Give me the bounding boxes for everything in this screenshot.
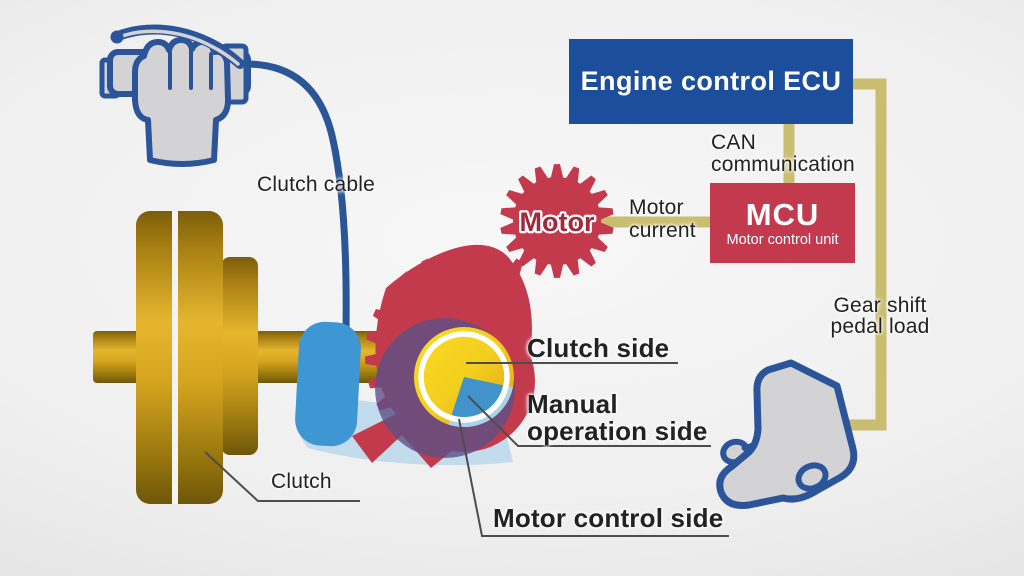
clutch-disc — [136, 211, 223, 504]
leader-clutch — [204, 451, 360, 502]
leader-motor-side — [458, 418, 729, 537]
mcu-box-subtitle: Motor control unit — [726, 231, 839, 248]
leader-lines — [204, 362, 729, 537]
clutch-disc-gap — [172, 211, 178, 504]
clutch-pressure-plate — [221, 257, 258, 455]
hand-clutch-lever-icon — [99, 24, 251, 167]
can-communication-label: CAN communication — [711, 131, 855, 176]
cam-center-pie — [414, 327, 514, 428]
gear-shift-pedal-load-label: Gear shift pedal load — [830, 294, 930, 338]
motor-gear-shape — [500, 164, 614, 278]
mcu-box: MCU Motor control unit — [710, 183, 855, 263]
clutch-side-label: Clutch side — [527, 333, 670, 363]
ecu-box-label: Engine control ECU — [580, 66, 842, 96]
wire-ecu-to-pedal — [838, 78, 887, 431]
clutch-cable-line — [245, 60, 350, 331]
fist — [132, 37, 231, 167]
clutch-label: Clutch — [271, 470, 332, 493]
pie-separator-ring — [418, 331, 510, 423]
motor-current-label: Motor current — [629, 196, 696, 242]
boot — [716, 359, 858, 509]
clutch-cable-label: Clutch cable — [257, 173, 375, 196]
manual-lever — [295, 321, 361, 447]
leader-manual-side — [467, 395, 711, 447]
boot-on-gear-shift-pedal-icon — [716, 359, 858, 509]
manual-operation-side-label: Manual operation side — [527, 389, 708, 446]
pie-manual-wedge-inner — [451, 377, 504, 417]
finger-gaps — [168, 48, 213, 90]
clutch-lever-blade-highlight — [117, 29, 240, 66]
pedal-peg — [795, 462, 829, 492]
mcu-box-title: MCU — [745, 196, 820, 232]
motor-control-side-label: Motor control side — [493, 503, 724, 533]
signal-wires — [600, 78, 887, 431]
lever-ball-end — [110, 30, 124, 44]
motor-gear-label: Motor — [520, 207, 595, 237]
engine-control-ecu-box: Engine control ECU — [569, 39, 853, 124]
motor-gear-icon: Motor — [500, 164, 614, 278]
